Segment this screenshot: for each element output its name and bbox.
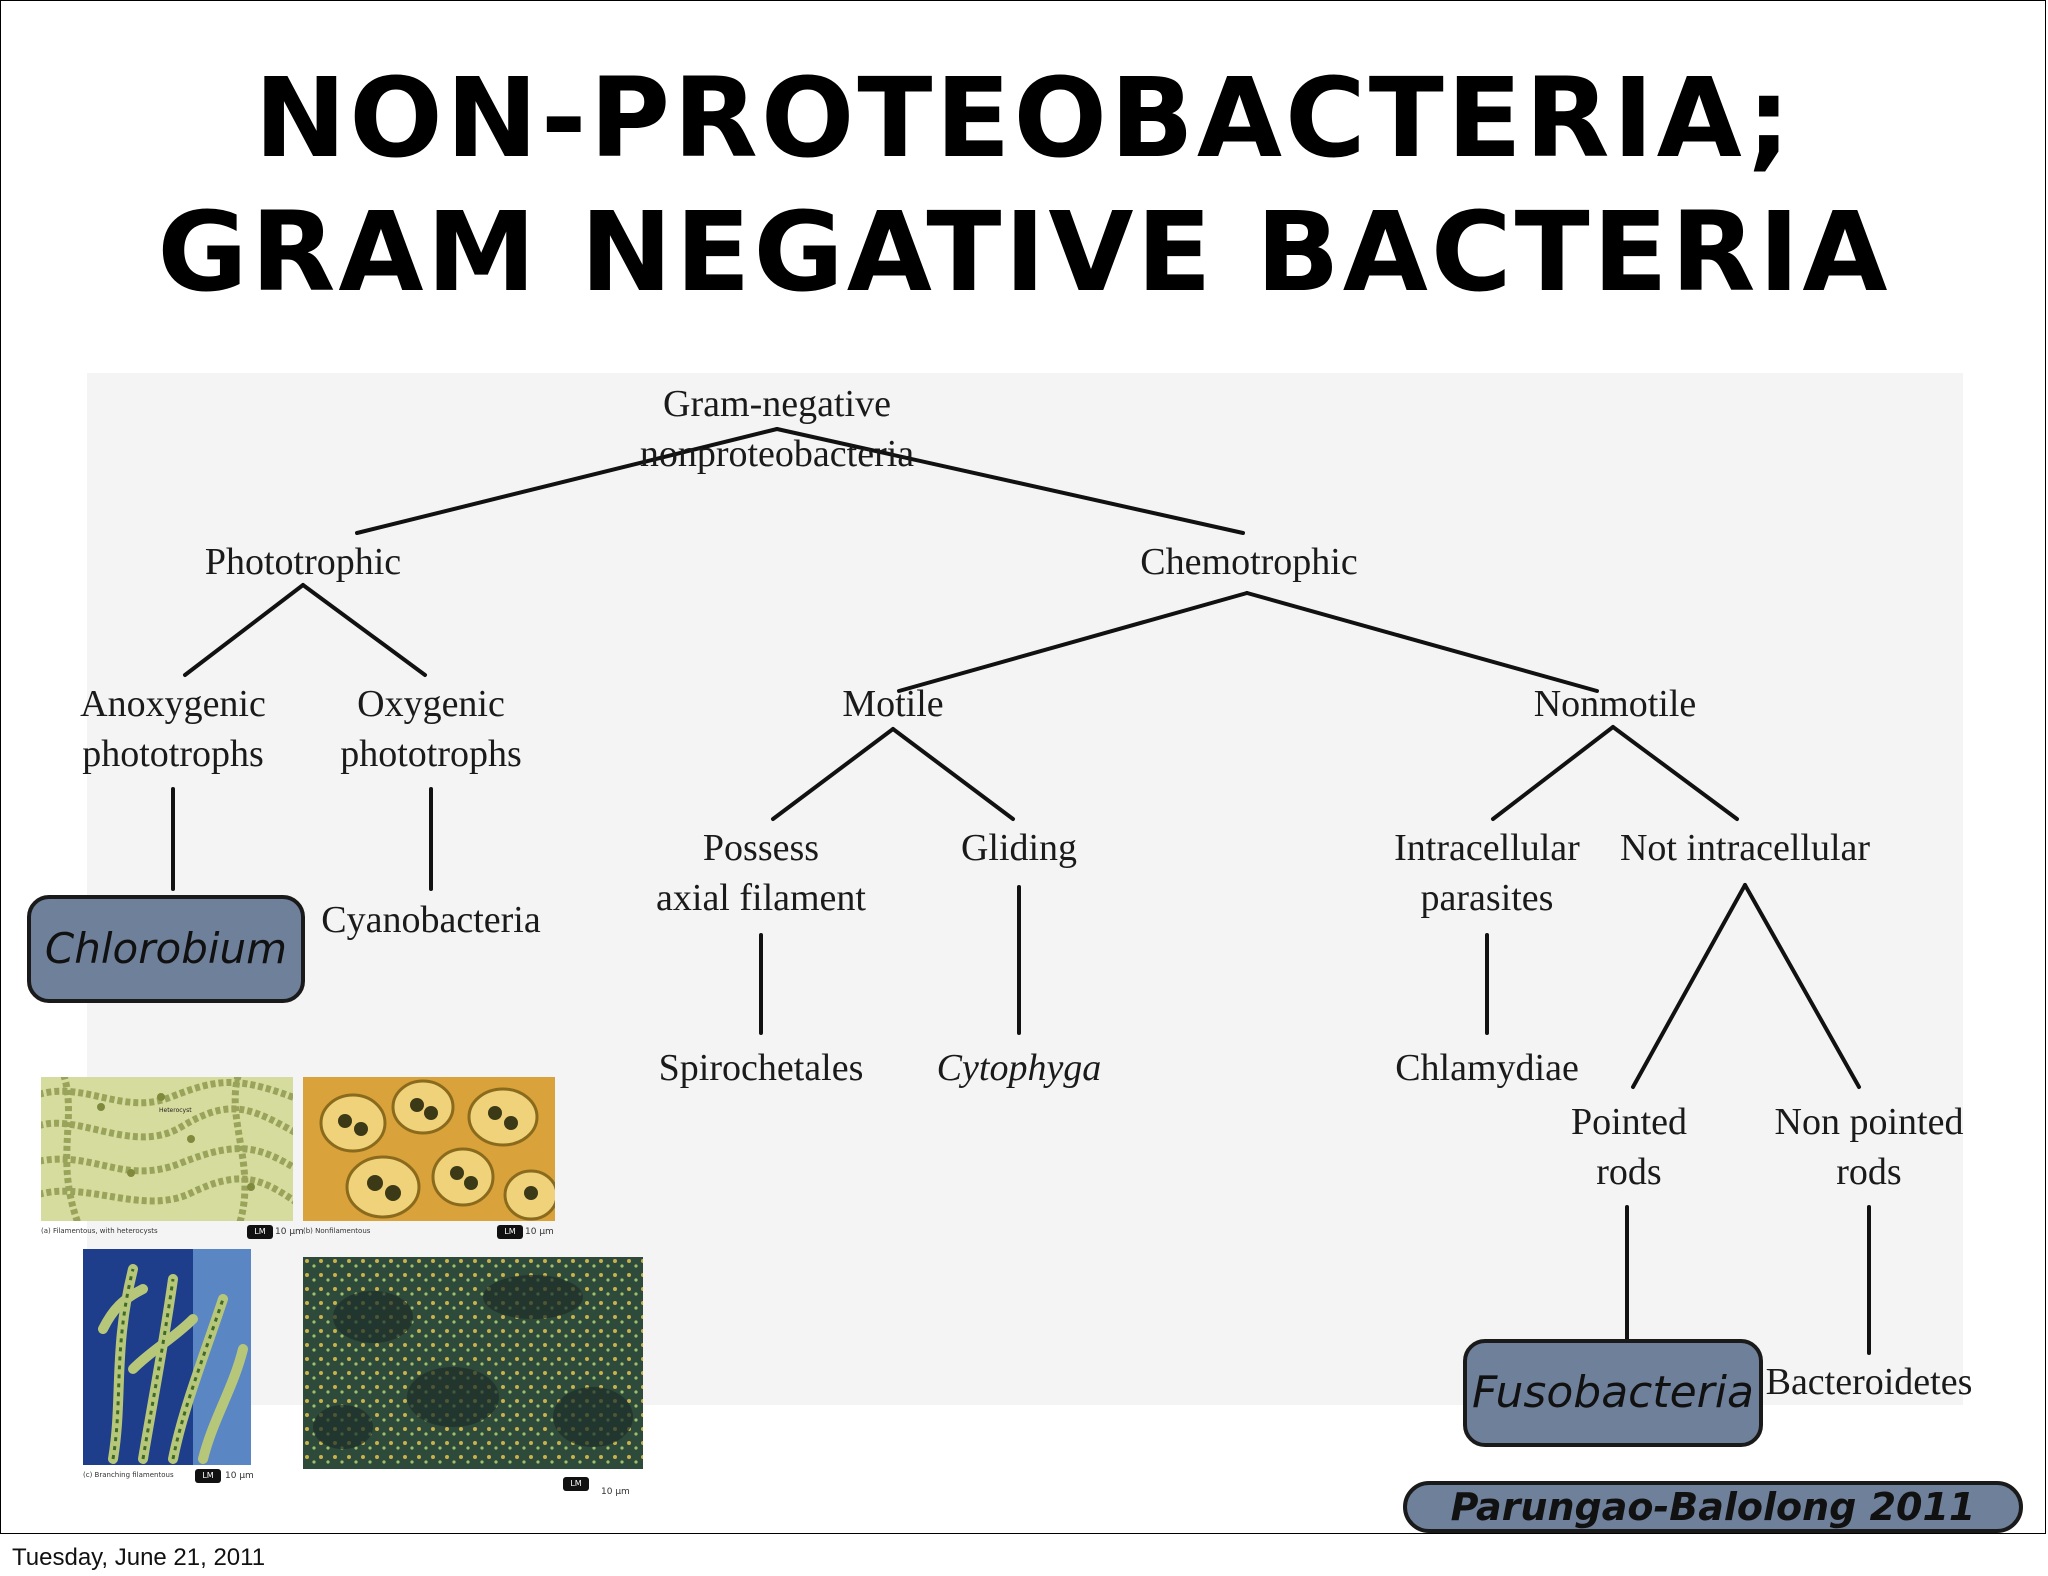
micrograph-nonfilamentous-art (303, 1077, 555, 1221)
edge-chemotrophic-motile (897, 591, 1249, 693)
footer-date: Tuesday, June 21, 2011 (12, 1544, 266, 1571)
node-chemotrophic: Chemotrophic (1140, 541, 1358, 583)
micrograph-c-caption: (c) Branching filamentous (83, 1471, 174, 1479)
node-pointed-line-1: Pointed (1570, 1101, 1688, 1143)
micrograph-a-caption: (a) Filamentous, with heterocysts (41, 1227, 158, 1235)
micrograph-c-scale: 10 μm (225, 1471, 254, 1481)
edge-nonmotile-not-intracellular (1611, 725, 1739, 821)
classification-tree: Gram-negative nonproteobacteria Phototro… (80, 373, 1972, 1405)
node-cytophyga: Cytophyga (936, 1047, 1102, 1089)
edge-motile-axial (771, 727, 895, 821)
node-gliding: Gliding (960, 827, 1078, 869)
micrograph-b-scale: 10 μm (525, 1227, 554, 1237)
node-axial-filament: Possess axial filament (551, 823, 971, 923)
edge-phototrophic-oxygenic (301, 583, 427, 677)
node-axial-line-2: axial filament (656, 877, 866, 919)
node-spirochetales: Spirochetales (658, 1047, 864, 1089)
node-not-intracellular: Not intracellular (1619, 827, 1871, 869)
micrograph-colony (303, 1257, 643, 1469)
node-oxygenic-line-2: phototrophs (340, 733, 522, 775)
node-anoxygenic-line-1: Anoxygenic (80, 683, 266, 725)
node-pointed-rods: Pointed rods (1419, 1097, 1839, 1197)
node-anoxygenic-line-2: phototrophs (82, 733, 264, 775)
node-cyanobacteria: Cyanobacteria (321, 899, 541, 941)
slide-title-line-1: NON-PROTEOBACTERIA; (254, 54, 1794, 182)
node-intracellular-parasites: Intracellular parasites (1277, 823, 1697, 923)
micrograph-filamentous: Heterocyst (41, 1077, 293, 1221)
node-bacteroidetes: Bacteroidetes (1765, 1361, 1973, 1403)
node-nonpointed-rods: Non pointed rods (1659, 1097, 2045, 1197)
micrograph-b-tag: LM (497, 1225, 523, 1239)
edge-root-phototrophic (355, 427, 779, 535)
heterocyst-label: Heterocyst (159, 1107, 192, 1114)
node-root: Gram-negative nonproteobacteria (639, 383, 915, 475)
node-axial-line-1: Possess (702, 827, 820, 869)
node-nonpointed-line-2: rods (1836, 1151, 1902, 1193)
node-anoxygenic-phototrophs: Anoxygenic phototrophs (1, 679, 383, 779)
node-nonpointed-line-1: Non pointed (1774, 1101, 1964, 1143)
slide: NON-PROTEOBACTERIA; GRAM NEGATIVE BACTER… (0, 0, 2046, 1534)
node-pointed-line-2: rods (1596, 1151, 1662, 1193)
node-intracellular-line-2: parasites (1420, 877, 1554, 919)
edge-nonmotile-intracellular (1491, 725, 1615, 821)
edge-not-intracellular-pointed (1631, 883, 1747, 1089)
micrograph-b-caption: (b) Nonfilamentous (303, 1227, 371, 1235)
node-oxygenic-phototrophs: Oxygenic phototrophs (221, 679, 641, 779)
callout-fusobacteria: Fusobacteria (1463, 1339, 1763, 1447)
micrograph-a-tag: LM (247, 1225, 273, 1239)
edge-chemotrophic-nonmotile (1245, 591, 1599, 693)
author-credit-badge: Parungao-Balolong 2011 (1403, 1481, 2023, 1533)
node-chlamydiae: Chlamydiae (1395, 1047, 1579, 1089)
edge-motile-gliding (891, 727, 1015, 821)
micrograph-branching (83, 1249, 251, 1465)
micrograph-d-tag: LM (563, 1477, 589, 1491)
node-oxygenic-line-1: Oxygenic (357, 683, 505, 725)
tree-connectors (171, 427, 1871, 1355)
node-nonmotile: Nonmotile (1533, 683, 1697, 725)
slide-title-line-2: GRAM NEGATIVE BACTERIA (157, 188, 1891, 316)
edge-root-chemotrophic (775, 427, 1245, 535)
micrograph-d-scale: 10 μm (601, 1487, 630, 1497)
node-phototrophic: Phototrophic (204, 541, 402, 583)
edge-not-intracellular-nonpointed (1743, 883, 1861, 1089)
micrograph-c-tag: LM (195, 1469, 221, 1483)
micrograph-colony-art (303, 1257, 643, 1469)
edge-phototrophic-anoxygenic (183, 583, 305, 677)
node-intracellular-line-1: Intracellular (1394, 827, 1580, 869)
callout-chlorobium: Chlorobium (27, 895, 305, 1003)
micrograph-filamentous-art (41, 1077, 293, 1221)
node-motile: Motile (842, 683, 944, 725)
micrograph-nonfilamentous (303, 1077, 555, 1221)
micrograph-a-scale: 10 μm (275, 1227, 304, 1237)
micrograph-branching-art (83, 1249, 251, 1465)
